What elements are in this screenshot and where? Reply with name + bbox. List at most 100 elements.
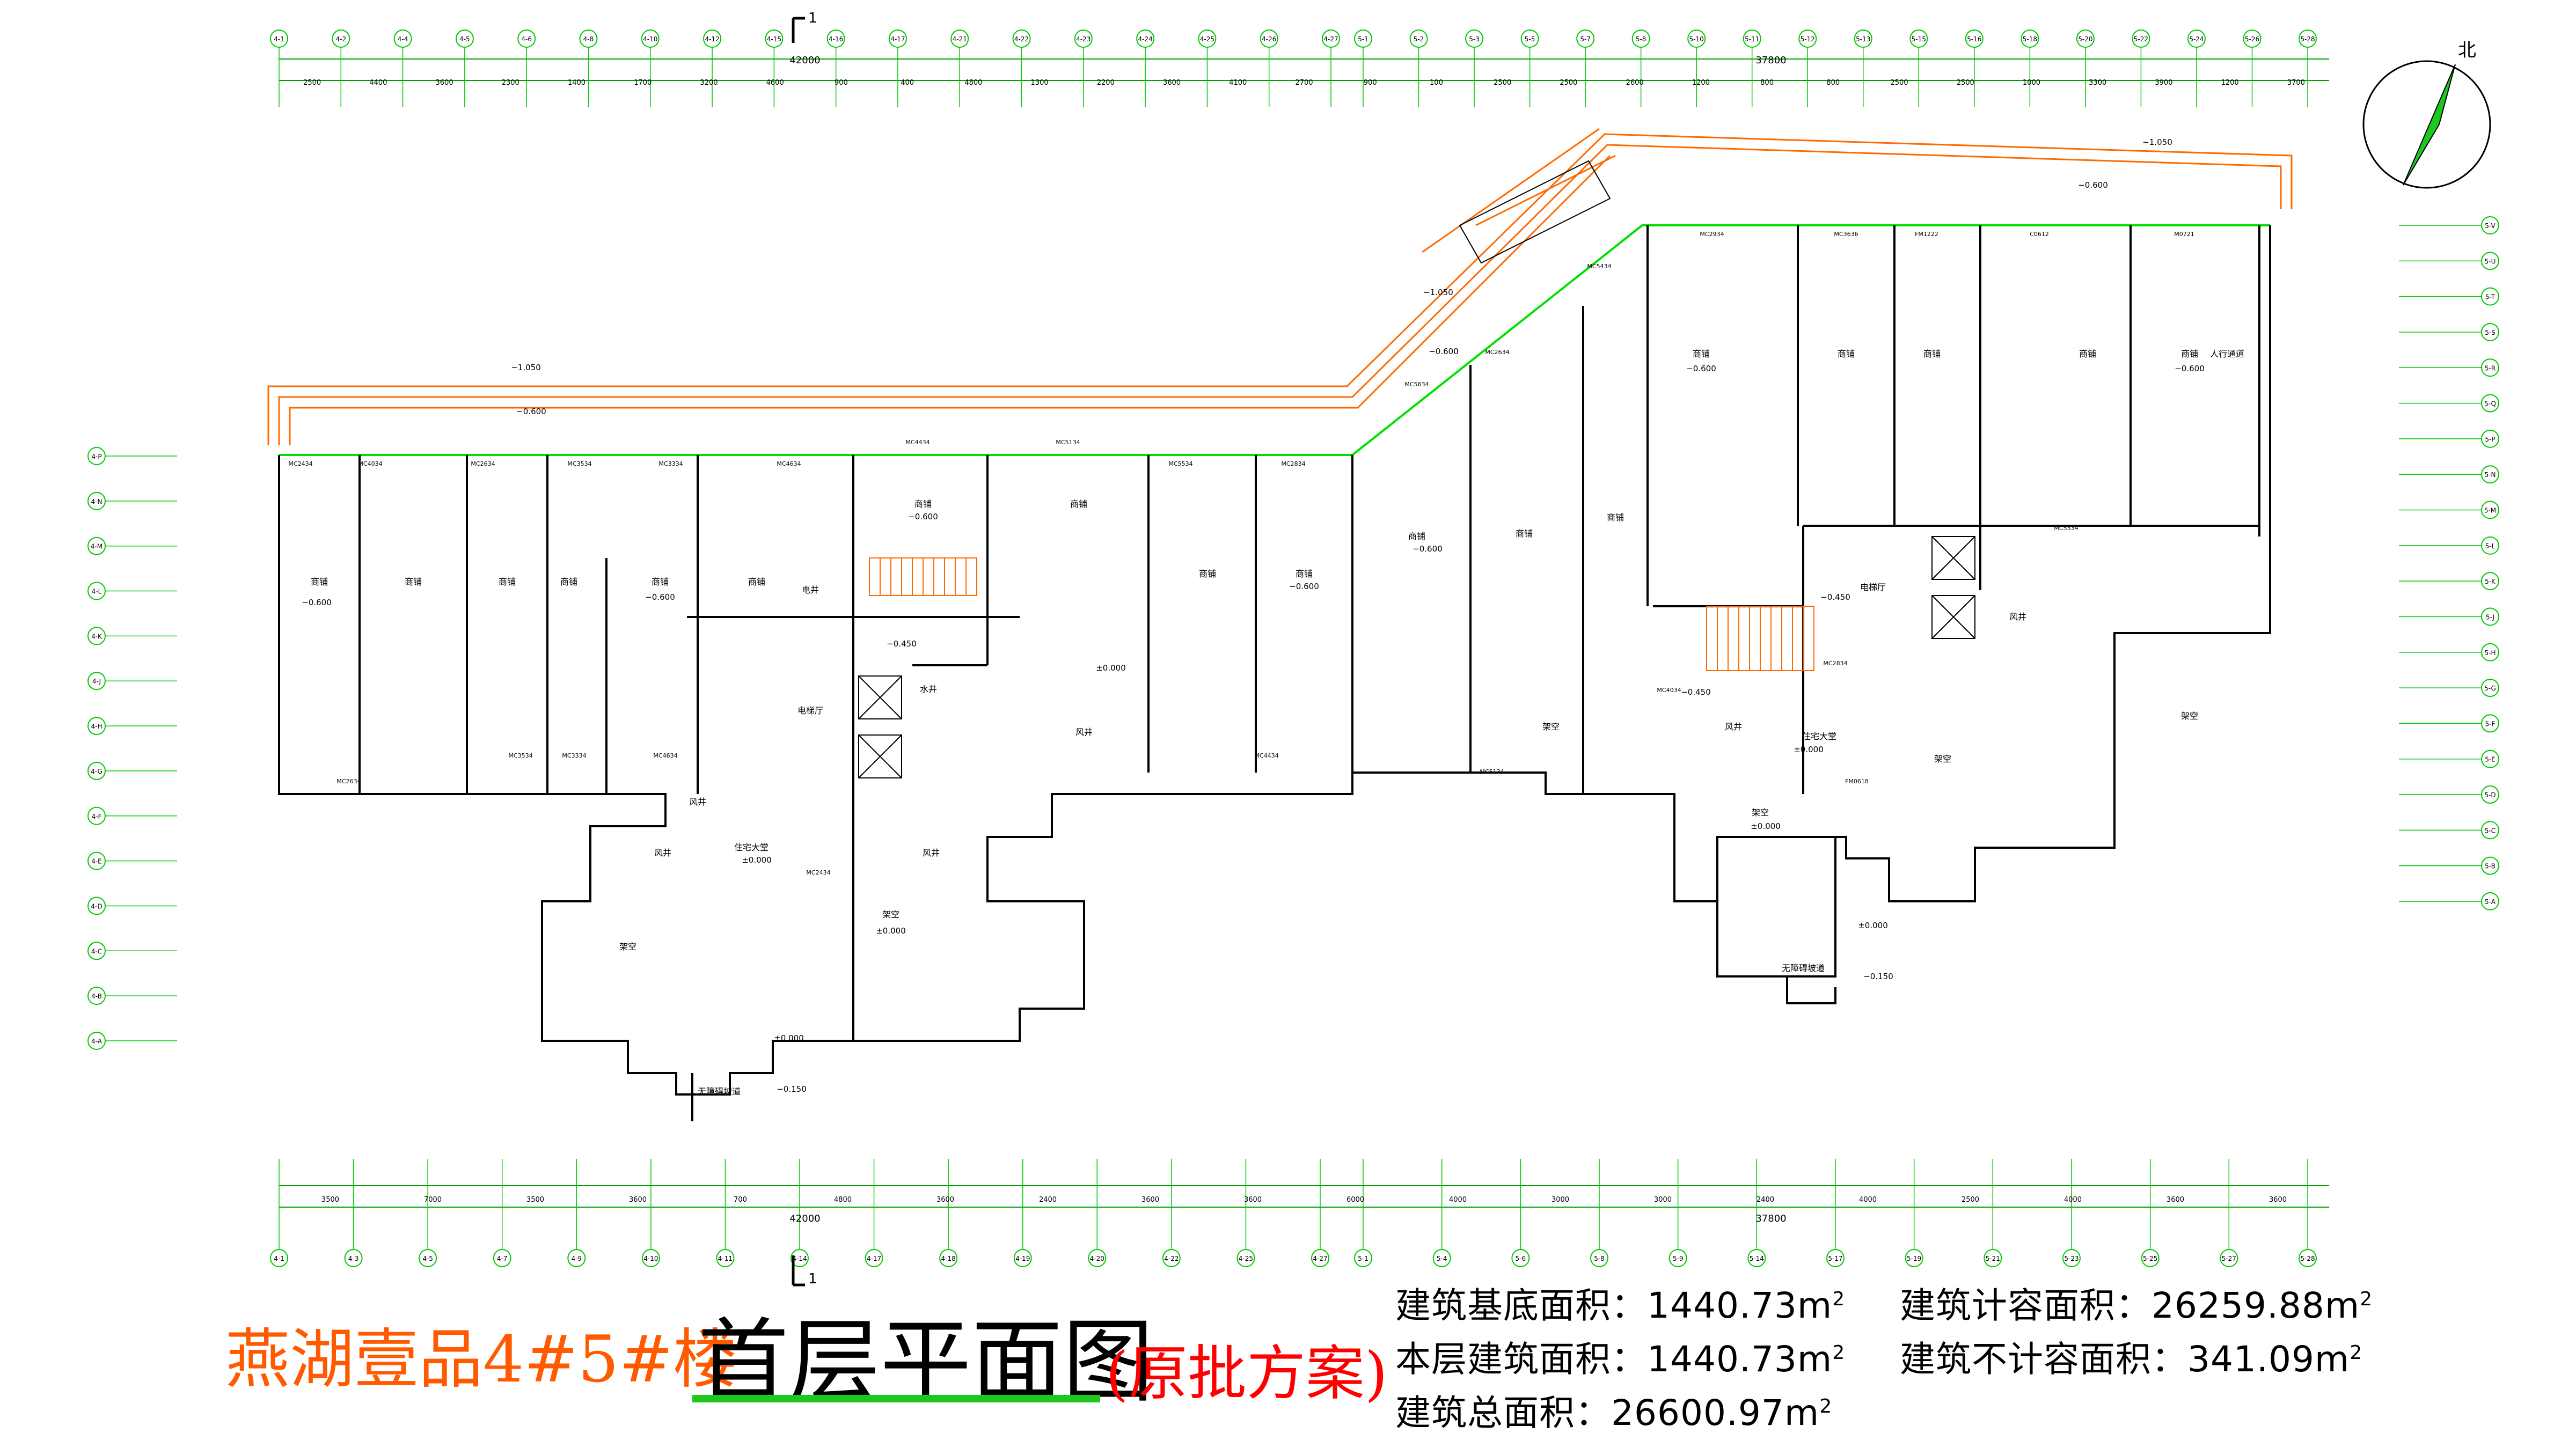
stair-right — [1706, 606, 1814, 671]
axis-right-label: 5-F — [2485, 720, 2496, 728]
dimension-value-top: 2500 — [303, 79, 321, 87]
dimension-value-top: 2500 — [1560, 79, 1577, 87]
dimension-value-top: 400 — [901, 79, 914, 87]
bottom-total-left: 42000 — [789, 1213, 820, 1224]
axis-top-label: 5-3 — [1469, 35, 1480, 43]
axis-top-label: 5-22 — [2134, 35, 2148, 43]
dimension-value-bottom: 3500 — [526, 1196, 544, 1204]
axis-bottom-4-7: 4-7 — [493, 1159, 511, 1267]
dimension-value-top: 900 — [1364, 79, 1377, 87]
level-mark: −0.600 — [302, 598, 332, 607]
room-label-void: 架空 — [1542, 722, 1560, 732]
axis-right-5-J: 5-J — [2399, 607, 2499, 626]
room-label-void: 架空 — [619, 942, 636, 952]
axis-bottom-4-10: 4-10 — [641, 1159, 660, 1267]
door-tag: MC4434 — [1254, 752, 1278, 759]
axis-top-label: 4-8 — [583, 35, 594, 43]
room-label-elec_shaft: 电井 — [802, 585, 819, 595]
axis-bottom-label: 4-27 — [1313, 1255, 1327, 1262]
axis-bottom-label: 5-8 — [1594, 1255, 1605, 1262]
axis-right-5-K: 5-K — [2399, 572, 2499, 591]
north-label: 北 — [2458, 40, 2476, 61]
room-label-shop: 商铺 — [1838, 349, 1855, 359]
axis-right-label: 5-T — [2485, 293, 2496, 301]
door-tag: MC2434 — [288, 460, 312, 467]
axis-top-5-11: 5-11 — [1743, 30, 1761, 107]
room-label-ramp: 无障碍坡道 — [698, 1086, 741, 1097]
axis-top-5-2: 5-2 — [1409, 30, 1428, 107]
room-label-shop: 商铺 — [1516, 528, 1533, 539]
dimension-value-top: 3600 — [1163, 79, 1181, 87]
axis-bottom-label: 4-5 — [422, 1255, 433, 1262]
axis-left-4-H: 4-H — [87, 717, 177, 736]
door-tag: MC5534 — [2054, 525, 2078, 532]
axis-top-4-21: 4-21 — [950, 30, 969, 107]
axis-left-label: 4-P — [91, 453, 101, 460]
axis-right-5-T: 5-T — [2399, 287, 2499, 306]
dimension-value-bottom: 3000 — [1654, 1196, 1672, 1204]
axis-top-label: 5-18 — [2023, 35, 2037, 43]
section-mark-top — [792, 17, 805, 43]
stat-non-far-area: 建筑不计容面积：341.09m2 — [1900, 1339, 2363, 1380]
axis-right-label: 5-K — [2485, 578, 2496, 585]
room-label-shop: 商铺 — [652, 577, 669, 587]
room-label-shop: 商铺 — [1408, 531, 1425, 541]
axis-top-5-8: 5-8 — [1631, 30, 1650, 107]
axis-bottom-5-23: 5-23 — [2062, 1159, 2081, 1267]
level-mark: ±0.000 — [1858, 921, 1888, 930]
room-label-lobby: 住宅大堂 — [1802, 731, 1836, 741]
axis-top-4-12: 4-12 — [703, 30, 722, 107]
dimension-value-top: 1700 — [634, 79, 652, 87]
room-label-shop: 商铺 — [1296, 569, 1313, 579]
axis-right-label: 5-E — [2485, 756, 2496, 763]
axis-bottom-label: 5-21 — [1986, 1255, 2000, 1262]
axis-top-4-27: 4-27 — [1322, 30, 1340, 107]
axis-bottom-5-21: 5-21 — [1984, 1159, 2002, 1267]
level-mark: −0.600 — [1686, 364, 1716, 373]
room-label-lobby: 住宅大堂 — [734, 842, 769, 853]
axis-top-label: 5-28 — [2300, 35, 2315, 43]
axis-bottom-4-27: 4-27 — [1311, 1159, 1329, 1267]
dimension-value-bottom: 2400 — [1757, 1196, 1774, 1204]
door-tag: MC4634 — [653, 752, 677, 759]
level-mark: ±0.000 — [876, 926, 906, 936]
axis-top-5-24: 5-24 — [2187, 30, 2206, 107]
axis-left-label: 4-J — [92, 678, 101, 685]
door-tag: MC3534 — [567, 460, 591, 467]
axis-bottom-4-22: 4-22 — [1162, 1159, 1181, 1267]
axis-right-5-V: 5-V — [2399, 216, 2499, 234]
axis-bottom-5-1: 5-1 — [1354, 1159, 1372, 1267]
door-tag: MC4034 — [358, 460, 382, 467]
door-tag: FM0618 — [1845, 778, 1869, 785]
axis-right-label: 5-G — [2484, 685, 2496, 692]
axis-right-5-L: 5-L — [2399, 536, 2499, 555]
door-tag: MC5434 — [1587, 263, 1611, 270]
level-mark: −0.600 — [908, 512, 938, 521]
axis-top-4-5: 4-5 — [455, 30, 474, 107]
level-mark: −0.450 — [1820, 592, 1850, 602]
axis-bottom-label: 5-6 — [1516, 1255, 1526, 1262]
axis-left-label: 4-G — [91, 768, 103, 775]
axis-right-5-D: 5-D — [2399, 785, 2499, 804]
void-areas — [541, 901, 1836, 1121]
dimension-value-top: 900 — [835, 79, 848, 87]
door-tag: MC2834 — [1281, 460, 1305, 467]
axis-left-label: 4-B — [91, 993, 102, 1000]
door-tag: MC2634 — [336, 778, 361, 785]
door-tag: MC3334 — [658, 460, 683, 467]
level-mark: ±0.000 — [774, 1033, 804, 1043]
axis-top-label: 5-26 — [2245, 35, 2259, 43]
axis-top-label: 5-13 — [1856, 35, 1870, 43]
project-name: 燕湖壹品4#5#楼 — [225, 1322, 737, 1397]
axis-bottom-label: 5-1 — [1358, 1255, 1368, 1262]
axis-top-label: 5-8 — [1636, 35, 1646, 43]
axis-top-5-22: 5-22 — [2132, 30, 2150, 107]
axis-top-5-15: 5-15 — [1909, 30, 1928, 107]
dimension-value-top: 2500 — [1890, 79, 1908, 87]
axis-bottom-label: 4-25 — [1239, 1255, 1253, 1262]
dimension-value-top: 3700 — [2287, 79, 2305, 87]
axis-top-label: 4-24 — [1138, 35, 1153, 43]
level-mark: ±0.000 — [1096, 663, 1126, 673]
